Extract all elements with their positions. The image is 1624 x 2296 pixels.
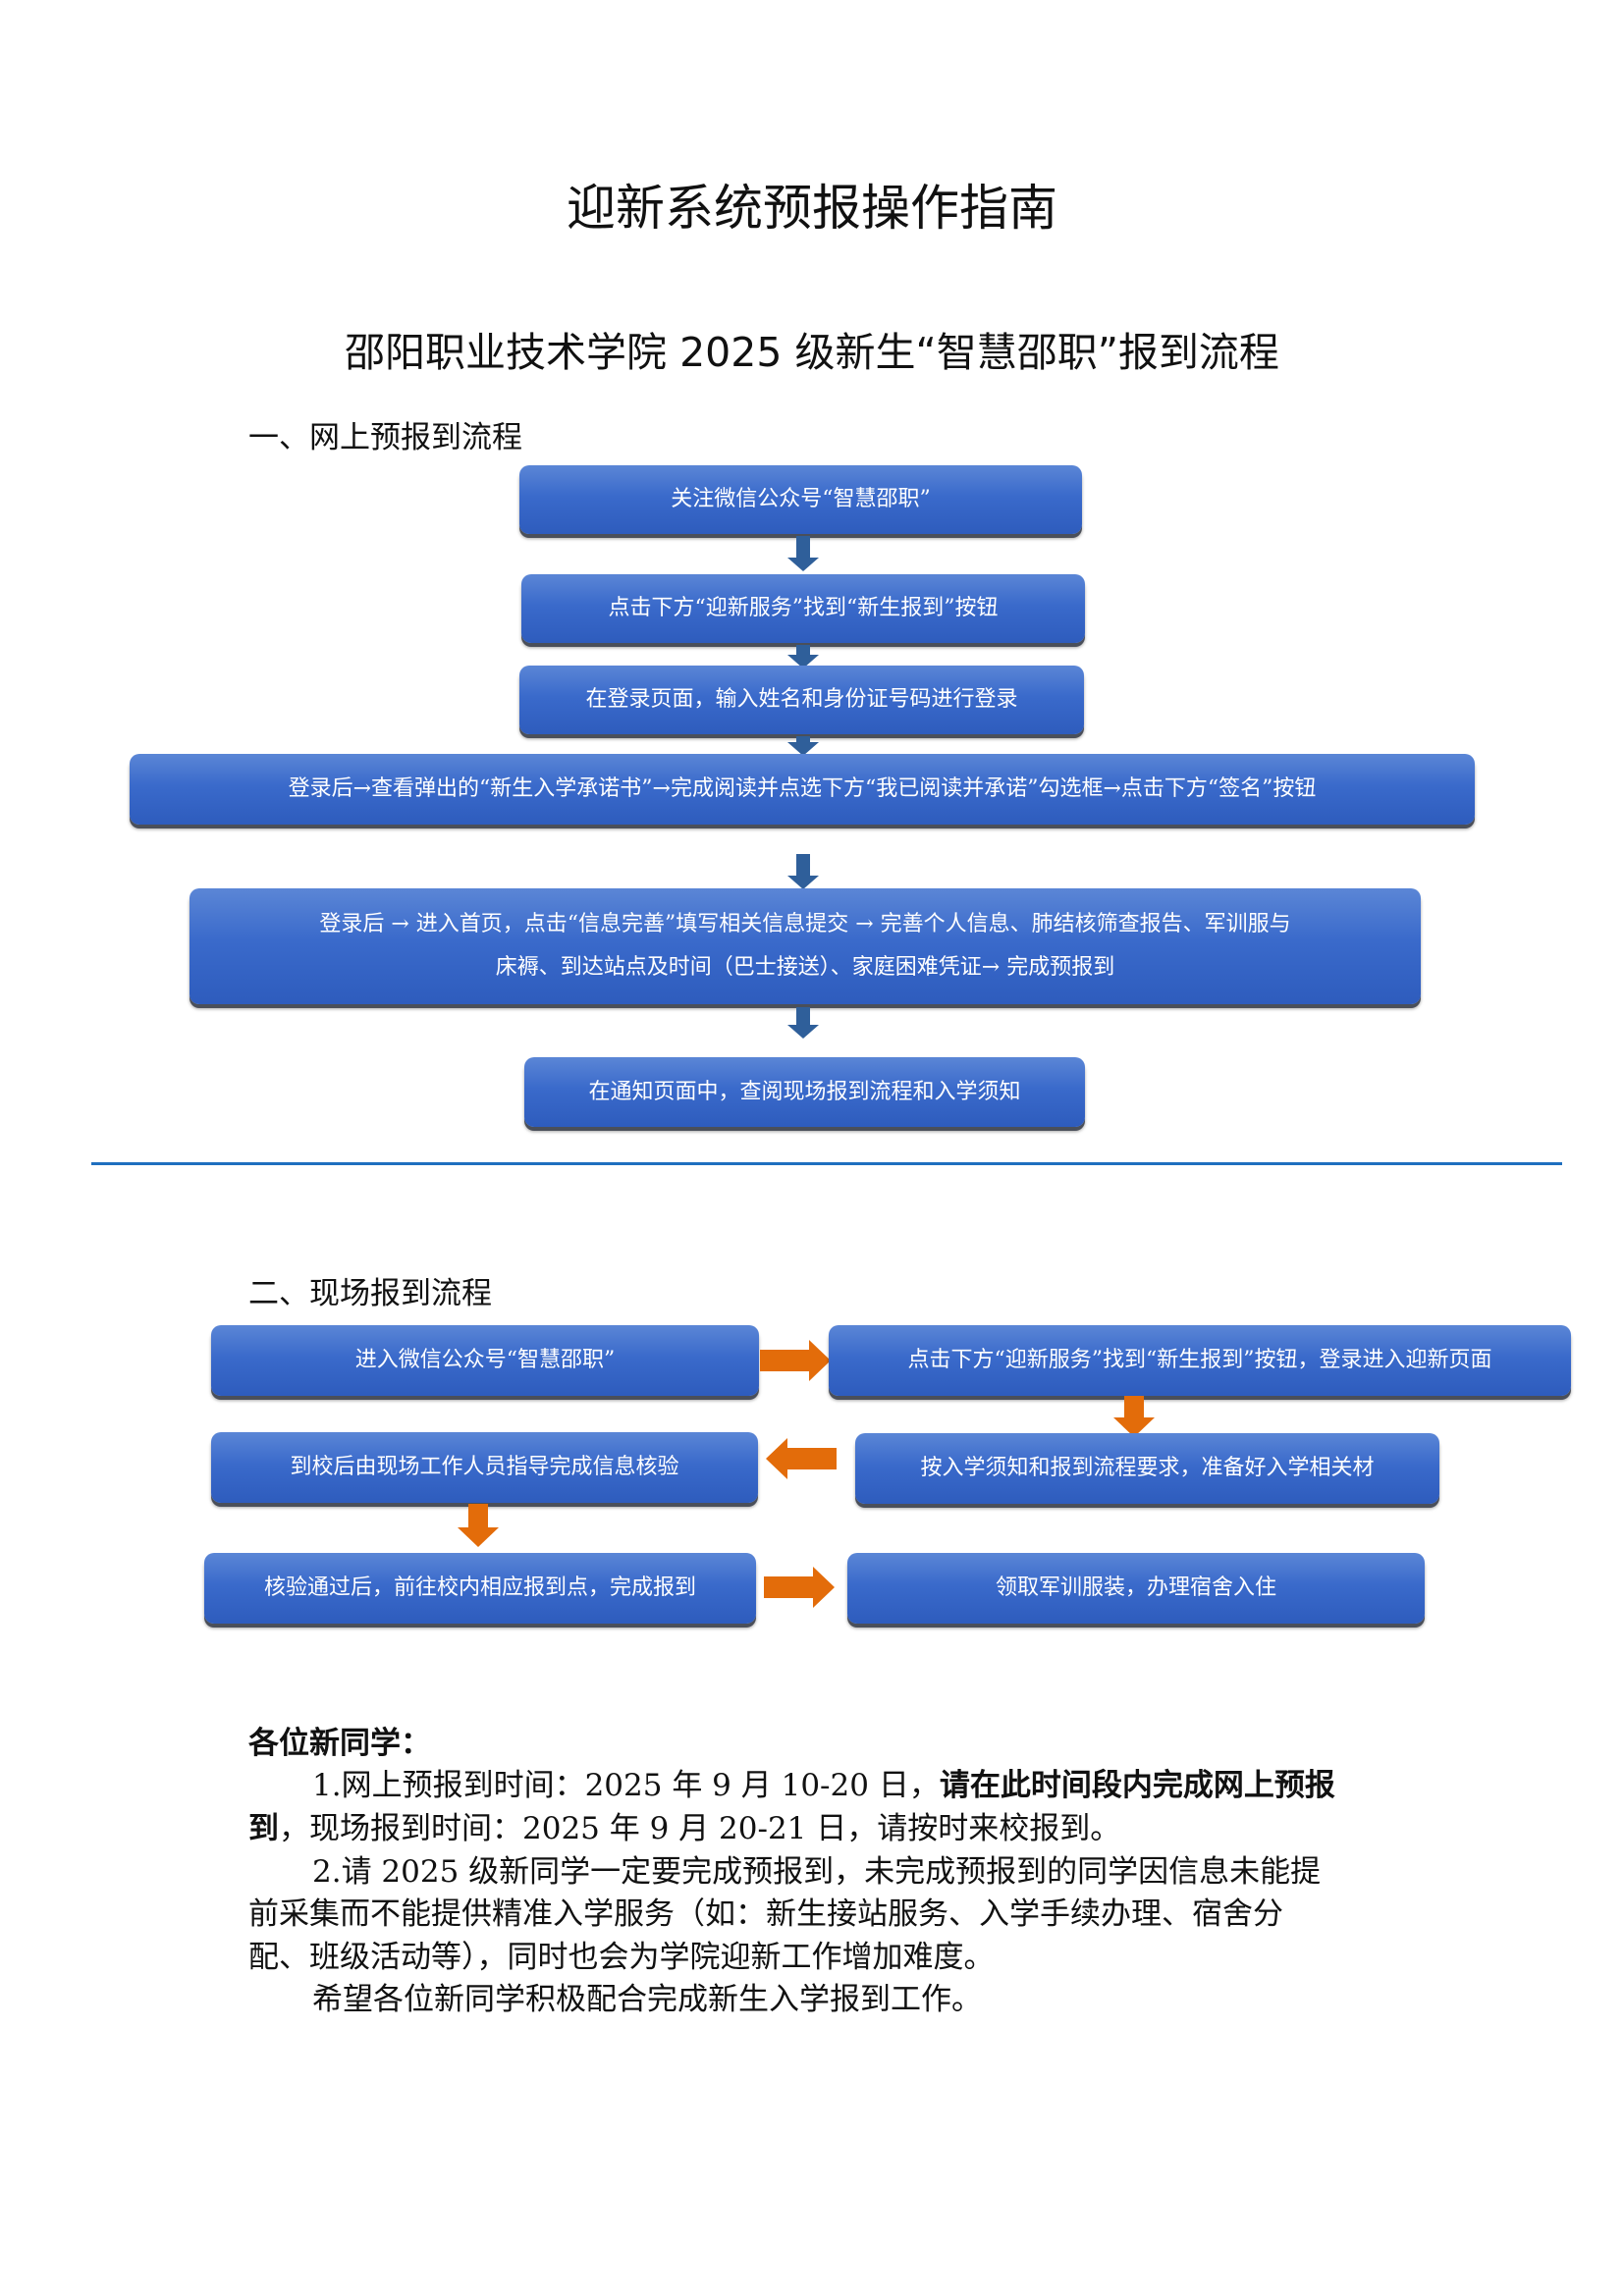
notice-p1-bold: 请在此时间段内完成网上预报 (939, 1768, 1335, 1803)
online-step-3: 在登录页面，输入姓名和身份证号码进行登录 (519, 666, 1084, 734)
arrow-down-icon (1113, 1396, 1155, 1437)
notice-greeting: 各位新同学： (248, 1726, 431, 1761)
online-step-5-line-1: 登录后 → 进入首页，点击“信息完善”填写相关信息提交 → 完善个人信息、肺结核… (319, 912, 1291, 936)
notice-p1-line1: 1.网上预报到时间：2025 年 9 月 10-20 日，请在此时间段内完成网上… (312, 1760, 1335, 1804)
notice-p2-line2: 前采集而不能提供精准入学服务（如：新生接站服务、入学手续办理、宿舍分 (248, 1896, 1283, 1932)
notice-p1-bold-end: 到 (248, 1811, 279, 1846)
document-subtitle: 邵阳职业技术学院 2025 级新生“智慧邵职”报到流程 (345, 329, 1279, 376)
arrow-down-icon (458, 1504, 499, 1547)
arrow-left-icon (766, 1438, 837, 1479)
online-step-6: 在通知页面中，查阅现场报到流程和入学须知 (524, 1057, 1085, 1127)
onsite-step-3: 按入学须知和报到流程要求，准备好入学相关材 (855, 1433, 1439, 1504)
onsite-step-2: 点击下方“迎新服务”找到“新生报到”按钮，登录进入迎新页面 (829, 1325, 1571, 1396)
onsite-step-4: 到校后由现场工作人员指导完成信息核验 (211, 1432, 758, 1503)
online-step-1: 关注微信公众号“智慧邵职” (519, 465, 1082, 534)
arrow-down-icon (787, 854, 819, 889)
arrow-down-icon (787, 645, 819, 668)
notice-p3: 希望各位新同学积极配合完成新生入学报到工作。 (312, 1982, 982, 2017)
online-step-4: 登录后→查看弹出的“新生入学承诺书”→完成阅读并点选下方“我已阅读并承诺”勾选框… (130, 754, 1475, 825)
notice-p1-line2: 到，现场报到时间：2025 年 9 月 20-21 日，请按时来校报到。 (248, 1803, 1120, 1847)
arrow-down-icon (787, 736, 819, 756)
onsite-step-5: 核验通过后，前往校内相应报到点，完成报到 (204, 1553, 756, 1624)
onsite-step-1: 进入微信公众号“智慧邵职” (211, 1325, 759, 1396)
arrow-down-icon (787, 536, 819, 571)
arrow-right-icon (760, 1340, 831, 1381)
online-step-5-line-2: 床褥、到达站点及时间（巴士接送）、家庭困难凭证→ 完成预报到 (495, 955, 1115, 980)
arrow-down-icon (787, 1007, 819, 1039)
online-step-5: 登录后 → 进入首页，点击“信息完善”填写相关信息提交 → 完善个人信息、肺结核… (189, 888, 1421, 1004)
notice-p2-line3: 配、班级活动等），同时也会为学院迎新工作增加难度。 (248, 1940, 995, 1975)
online-step-2: 点击下方“迎新服务”找到“新生报到”按钮 (521, 574, 1085, 643)
notice-p1-onsite-time: ，现场报到时间：2025 年 9 月 20-21 日，请按时来校报到。 (279, 1811, 1121, 1846)
onsite-heading: 二、现场报到流程 (248, 1276, 492, 1311)
notice-p2-line1: 2.请 2025 级新同学一定要完成预报到，未完成预报到的同学因信息未能提 (312, 1854, 1322, 1890)
arrow-right-icon (764, 1567, 835, 1608)
document-title: 迎新系统预报操作指南 (567, 180, 1057, 237)
online-heading: 一、网上预报到流程 (248, 420, 522, 455)
section-divider (91, 1162, 1562, 1165)
notice-p1-text: 1.网上预报到时间：2025 年 9 月 10-20 日， (312, 1768, 940, 1803)
onsite-step-6: 领取军训服装，办理宿舍入住 (847, 1553, 1425, 1624)
